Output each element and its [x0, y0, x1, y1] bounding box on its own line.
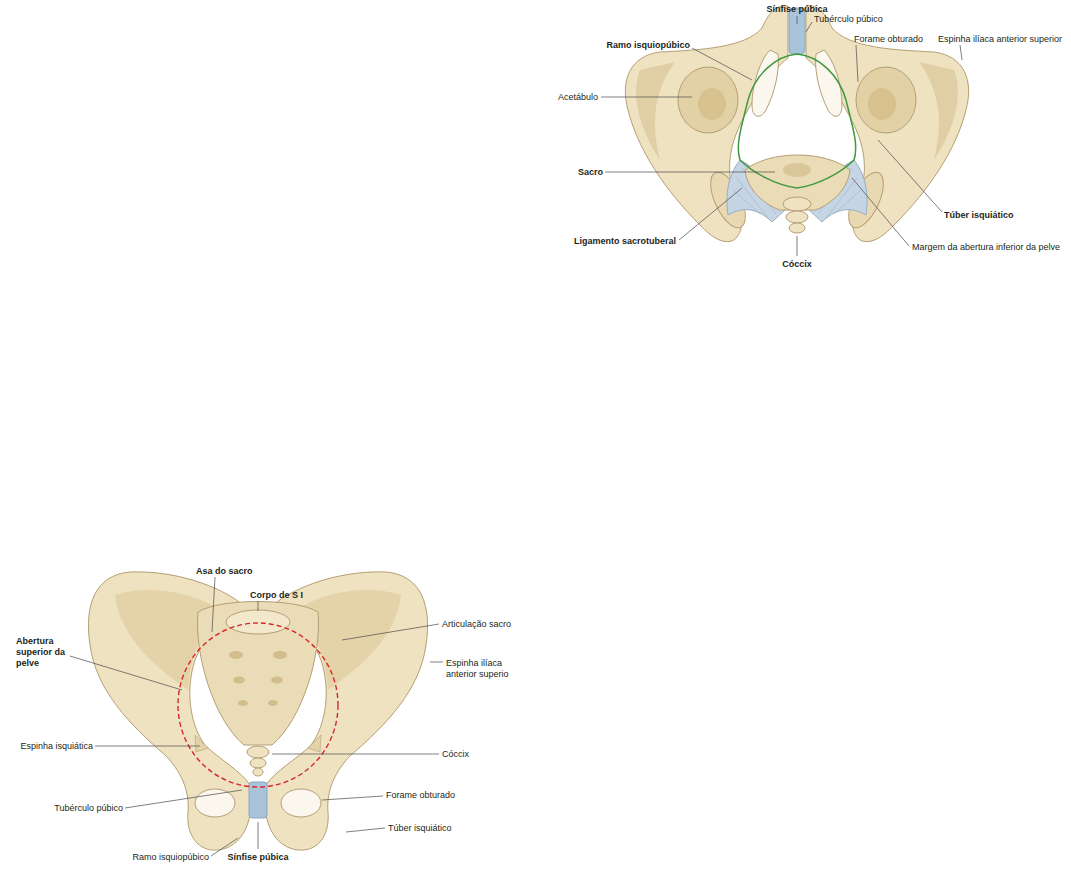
coccyx-segment: [786, 211, 808, 223]
leader-line: [346, 828, 385, 832]
coccyx-segment: [789, 223, 805, 233]
sacral-foramen: [268, 700, 278, 706]
leader-line: [212, 577, 215, 632]
sacrum: [197, 602, 318, 746]
part-label: Sacro: [578, 167, 603, 178]
part-label: Cóccix: [782, 259, 812, 270]
leader-line: [430, 662, 443, 663]
coccyx-segment: [253, 768, 263, 776]
part-label: Túber isquiático: [944, 210, 1014, 221]
part-label: Espinha ilíaca anterior superio: [446, 658, 526, 680]
sacral-foramen: [271, 677, 283, 684]
sacral-foramen: [233, 677, 245, 684]
part-label: Forame obturado: [854, 34, 923, 45]
leader-line: [95, 746, 200, 747]
leader-lines: [70, 16, 962, 856]
part-label: Espinha ilíaca anterior superior: [938, 34, 1062, 45]
sacral-canal: [783, 163, 811, 177]
part-label: Corpo de S I: [250, 590, 303, 601]
sacral-foramen: [229, 651, 243, 659]
part-label: Ramo isquiopúbico: [132, 852, 209, 863]
part-label: Articulação sacro: [442, 619, 511, 630]
pubic-symphysis: [789, 8, 805, 54]
leader-line: [601, 97, 692, 98]
sacral-foramina: [229, 651, 287, 706]
leader-line: [272, 754, 439, 755]
part-label: Tubérculo púbico: [814, 14, 883, 25]
leader-line: [679, 188, 742, 240]
sacral-foramen: [238, 700, 248, 706]
leader-line: [852, 178, 909, 246]
pelvic-inlet: [178, 623, 338, 787]
part-label: Túber isquiático: [388, 823, 452, 834]
leader-line: [322, 796, 383, 800]
leader-line: [605, 172, 775, 173]
pelvic-outlet-margin: [738, 54, 855, 188]
coccyx-segment: [250, 758, 266, 768]
part-label: Ramo isquiopúbico: [606, 40, 690, 51]
leader-line: [342, 624, 439, 640]
part-label: Espinha isquiática: [20, 741, 93, 752]
leader-line: [797, 16, 798, 24]
part-label: Asa do sacro: [196, 566, 253, 577]
leader-line: [692, 48, 752, 80]
leader-line: [70, 656, 182, 690]
part-label: Ligamento sacrotuberal: [574, 236, 676, 247]
part-label: Sínfise púbica: [766, 4, 827, 15]
part-label: Margem da abertura inferior da pelve: [912, 242, 1060, 253]
sacrum: [745, 155, 850, 210]
leader-line: [960, 45, 962, 60]
coccyx-segment: [247, 746, 269, 758]
part-label: Forame obturado: [386, 790, 455, 801]
coccyx-segment: [783, 197, 811, 211]
leader-line: [125, 790, 242, 808]
part-label: Cóccix: [442, 749, 469, 760]
leader-line: [878, 140, 942, 212]
leader-line: [258, 822, 259, 849]
sacral-foramen: [273, 651, 287, 659]
part-label: Abertura superior da pelve: [16, 636, 72, 669]
part-label: Sínfise púbica: [227, 852, 288, 863]
leader-line: [856, 45, 858, 82]
part-label: Tubérculo púbico: [54, 803, 123, 814]
leader-line: [258, 601, 259, 611]
s1-body: [226, 610, 290, 634]
part-label: Acetábulo: [558, 92, 598, 103]
leader-line: [797, 236, 798, 256]
leader-line: [806, 22, 812, 32]
